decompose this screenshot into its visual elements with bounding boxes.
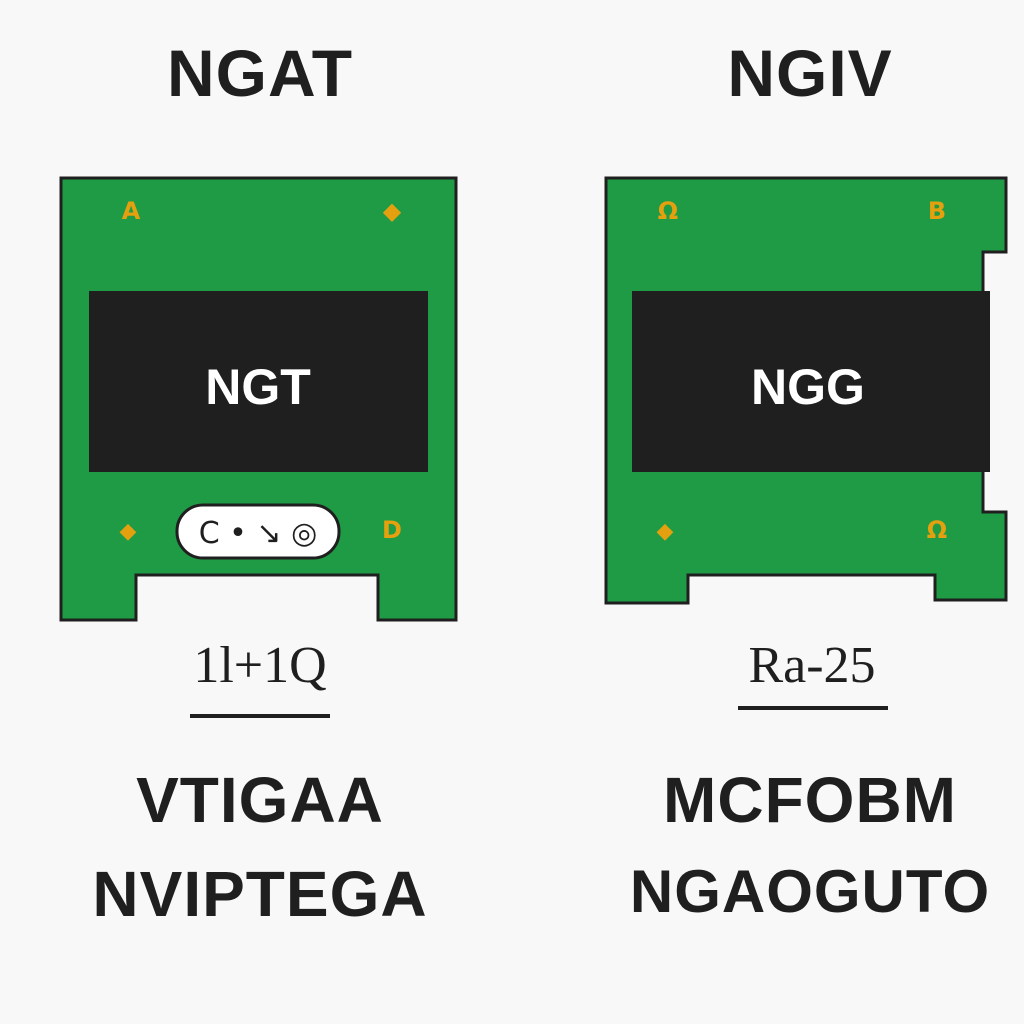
left-glyph-bottom-right: D: [382, 516, 402, 544]
left-title: NGAT: [166, 36, 354, 110]
left-code-rule: [190, 714, 330, 718]
right-board: NGG Ω B ◆ Ω: [604, 176, 1008, 605]
left-caption-line2: NVIPTEGA: [92, 858, 428, 930]
left-connector: [175, 503, 341, 560]
right-glyph-top-left: Ω: [658, 197, 678, 225]
right-glyph-top-right: B: [928, 197, 946, 225]
right-chip: [632, 291, 990, 472]
right-code: Ra-25: [748, 637, 876, 694]
right-glyph-bottom-left: ◆: [657, 519, 674, 544]
left-chip-label: NGT: [205, 359, 311, 415]
left-board: NGT A ◆ ◆ D C • ↘ ◎: [59, 176, 458, 622]
left-glyph-top-right: ◆: [383, 197, 402, 225]
left-connector-label: C • ↘ ◎: [199, 516, 318, 551]
right-title: NGIV: [727, 36, 893, 110]
right-chip-label: NGG: [751, 359, 865, 415]
left-glyph-top-left: A: [122, 197, 141, 225]
left-caption-line1: VTIGAA: [136, 764, 384, 836]
right-code-rule: [738, 706, 888, 710]
left-glyph-bottom-left: ◆: [120, 519, 137, 544]
left-code: 1l+1Q: [193, 637, 327, 694]
right-caption-line2: NGAOGUTO: [629, 858, 991, 925]
right-glyph-bottom-right: Ω: [927, 516, 947, 544]
right-caption-line1: MCFOBM: [663, 764, 957, 836]
left-chip: [89, 291, 428, 472]
